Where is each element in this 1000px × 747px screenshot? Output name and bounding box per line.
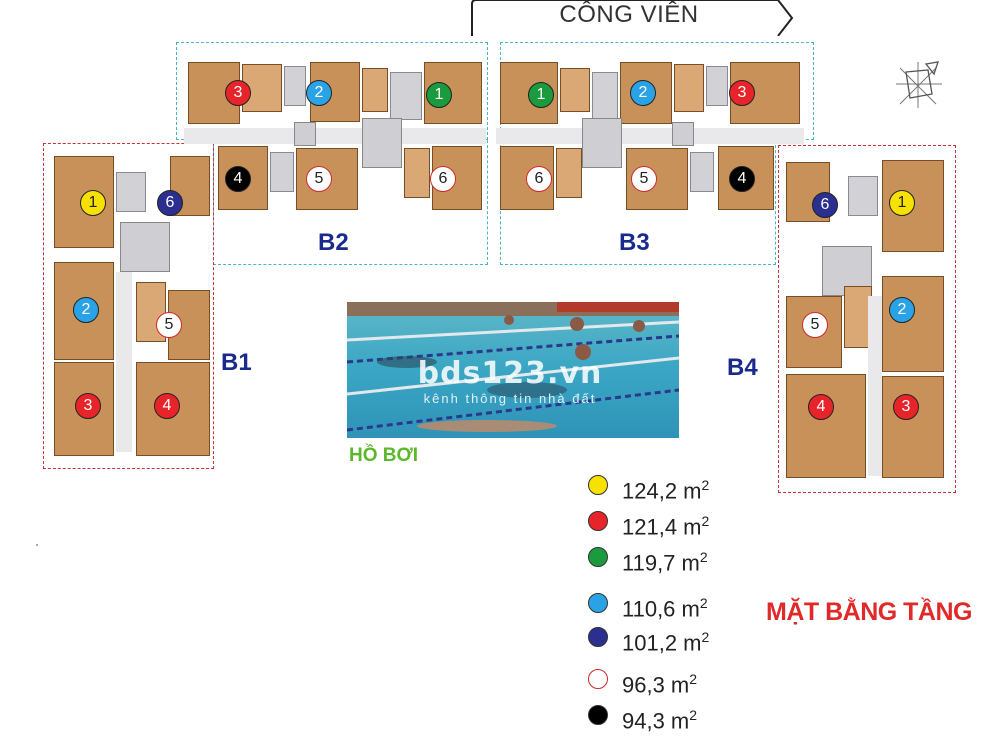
block-label-b4: B4 (727, 354, 758, 381)
unit-b1-2[interactable]: 2 (73, 297, 99, 323)
unit-b4-6[interactable]: 6 (812, 192, 838, 218)
unit-b3-4[interactable]: 4 (729, 166, 755, 192)
unit-b1-3[interactable]: 3 (75, 393, 101, 419)
unit-b2-5[interactable]: 5 (306, 166, 332, 192)
pool-photo (347, 302, 679, 438)
legend-area: 96,3 m (622, 672, 690, 698)
unit-b1-5[interactable]: 5 (156, 312, 182, 338)
park-label: CÔNG VIÊN (559, 1, 699, 28)
unit-b2-3[interactable]: 3 (225, 80, 251, 106)
page-title: MẶT BẰNG TẦNG (766, 598, 972, 626)
floor-plan-b1 (50, 152, 212, 460)
unit-b1-4[interactable]: 4 (154, 393, 180, 419)
legend-unit: 2 (699, 549, 708, 565)
legend-area: 121,4 m (622, 514, 702, 540)
watermark-sub: kênh thông tin nhà đất (423, 391, 597, 406)
zone-b1 (43, 143, 214, 469)
legend-swatch (588, 475, 608, 495)
park-banner (471, 0, 794, 36)
unit-b3-1[interactable]: 1 (528, 82, 554, 108)
legend-area: 101,2 m (622, 630, 702, 656)
legend-unit: 2 (689, 707, 698, 723)
unit-b3-5[interactable]: 5 (631, 166, 657, 192)
block-label-b3: B3 (619, 229, 650, 256)
legend-swatch (588, 705, 608, 725)
unit-b4-3[interactable]: 3 (893, 394, 919, 420)
legend-unit: 2 (701, 513, 710, 529)
pool-label: HỒ BƠI (349, 445, 418, 466)
unit-b4-1[interactable]: 1 (889, 190, 915, 216)
divider (36, 544, 38, 546)
legend-unit: 2 (689, 671, 698, 687)
unit-b3-6[interactable]: 6 (526, 166, 552, 192)
legend-swatch (588, 511, 608, 531)
legend-swatch (588, 547, 608, 567)
legend-area: 110,6 m (622, 596, 700, 622)
unit-b2-1[interactable]: 1 (426, 82, 452, 108)
legend-swatch (588, 669, 608, 689)
compass-icon (896, 61, 942, 108)
unit-b2-2[interactable]: 2 (306, 80, 332, 106)
legend-unit: 2 (701, 477, 710, 493)
unit-b1-1[interactable]: 1 (80, 190, 106, 216)
watermark: bds123.vn kênh thông tin nhà đất (360, 356, 660, 416)
legend-swatch (588, 593, 608, 613)
unit-b2-6[interactable]: 6 (430, 166, 456, 192)
legend-area: 94,3 m (622, 708, 690, 734)
unit-b3-3[interactable]: 3 (729, 80, 755, 106)
block-label-b1: B1 (221, 349, 252, 376)
watermark-main: bds123.vn (417, 356, 603, 391)
unit-b4-5[interactable]: 5 (802, 312, 828, 338)
legend-area: 119,7 m (622, 550, 700, 576)
block-label-b2: B2 (318, 229, 349, 256)
unit-b3-2[interactable]: 2 (630, 80, 656, 106)
zone-b4 (778, 145, 956, 493)
unit-b4-4[interactable]: 4 (808, 394, 834, 420)
unit-b2-4[interactable]: 4 (225, 166, 251, 192)
unit-b4-2[interactable]: 2 (889, 297, 915, 323)
legend-unit: 2 (701, 629, 710, 645)
legend-area: 124,2 m (622, 478, 702, 504)
legend-unit: 2 (699, 595, 708, 611)
unit-b1-6[interactable]: 6 (157, 190, 183, 216)
legend-swatch (588, 627, 608, 647)
